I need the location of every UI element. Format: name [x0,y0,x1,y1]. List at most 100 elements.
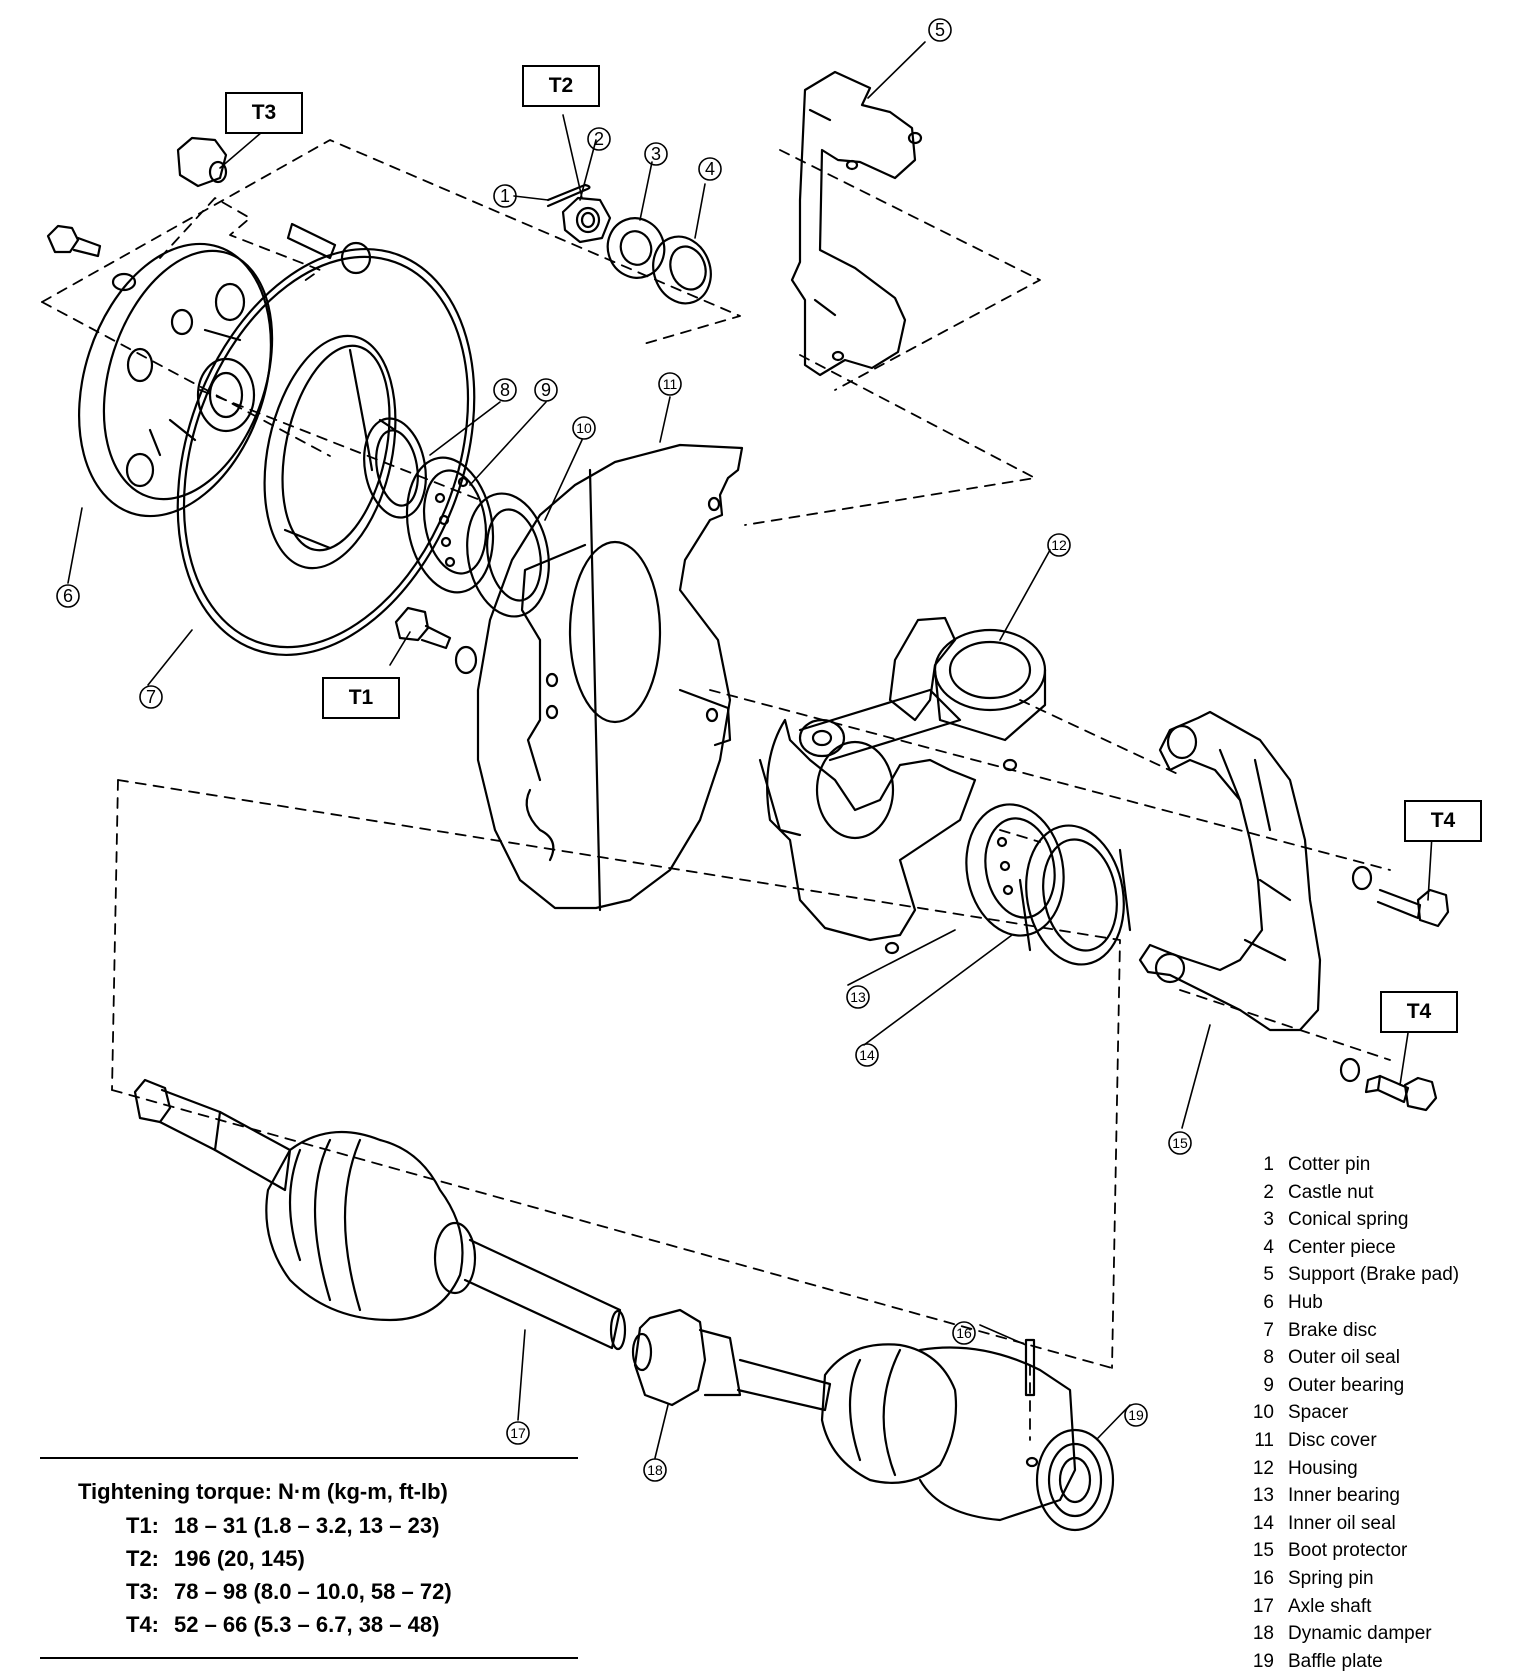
legend-number: 15 [1252,1540,1274,1562]
part-number-circles [56,18,1192,1482]
part-number-18 [643,1458,667,1482]
outer-bearing-part [405,456,495,594]
part-number-label-13: 13 [850,989,866,1005]
center-piece-part [652,235,712,305]
part-number-19 [1124,1403,1148,1427]
part-number-label-9: 9 [541,380,551,400]
part-number-2 [587,127,611,151]
legend-number: 19 [1252,1650,1274,1672]
conical-spring-part [606,217,666,279]
part-number-7 [139,685,163,709]
torque-callout-t4-upper: T4 [1404,800,1482,842]
legend-label: Boot protector [1288,1540,1408,1562]
legend-label: Inner bearing [1288,1485,1400,1507]
castle-nut-part [561,196,612,244]
part-number-label-17: 17 [510,1425,526,1441]
legend-label: Dynamic damper [1288,1623,1432,1645]
housing-part [758,616,1047,955]
torque-heading: Tightening torque: N·m (kg-m, ft-lb) [78,1479,448,1504]
legend-label: Hub [1288,1291,1323,1313]
legend-item: 14 Inner oil seal [1238,1510,1508,1538]
legend-label: Outer oil seal [1288,1347,1400,1369]
legend-number: 1 [1263,1154,1274,1175]
part-number-4 [698,157,722,181]
torque-callout-t4-lower: T4 [1380,991,1458,1033]
legend-number: 16 [1252,1567,1274,1589]
legend-number: 8 [1263,1347,1274,1369]
legend-label: Spacer [1288,1402,1349,1424]
part-number-8 [493,378,517,402]
part-number-label-19: 19 [1128,1407,1144,1423]
legend-item: 13 Inner bearing [1238,1482,1508,1510]
legend-item: 18 Dynamic damper [1238,1620,1508,1648]
part-number-13 [846,985,870,1009]
legend-number: 18 [1252,1623,1274,1645]
part-number-label-5: 5 [935,20,945,40]
legend-number: 11 [1254,1429,1274,1451]
wheel-nut-part [176,136,228,188]
part-number-1 [493,184,517,208]
torque-label: T4: [126,1612,159,1637]
part-number-label-8: 8 [500,380,510,400]
legend-label: Cotter pin [1288,1154,1371,1175]
legend-number: 17 [1252,1595,1274,1617]
torque-value: 78 – 98 (8.0 – 10.0, 58 – 72) [174,1579,452,1604]
inner-joint-housing-part [820,1343,1115,1532]
torque-callout-leaders [219,114,1433,1086]
torque-callout-t2: T2 [522,65,600,107]
torque-value: 52 – 66 (5.3 – 6.7, 38 – 48) [174,1612,440,1637]
hub-bolt-part [46,224,102,258]
part-number-16 [952,1321,976,1345]
torque-label: T1: [126,1513,159,1538]
torque-row: T4: 52 – 66 (5.3 – 6.7, 38 – 48) [126,1608,578,1641]
part-number-label-2: 2 [594,129,604,149]
boot-protector-part [1138,710,1322,1032]
part-number-15 [1168,1131,1192,1155]
part-number-label-10: 10 [576,420,592,436]
part-number-label-16: 16 [956,1325,972,1341]
part-number-9 [534,378,558,402]
legend-number: 13 [1252,1485,1274,1507]
washer-part [111,272,137,292]
legend-item: 15 Boot protector [1238,1537,1508,1565]
part-number-10 [572,416,596,440]
caliper-bolt-upper-part [1351,865,1450,928]
part-number-label-18: 18 [647,1462,663,1478]
part-number-17 [506,1421,530,1445]
legend-label: Baffle plate [1288,1650,1383,1672]
legend-label: Outer bearing [1288,1374,1405,1396]
legend-label: Castle nut [1288,1181,1374,1203]
disc-cover-bolt-part [394,606,478,675]
spring-pin-part [1024,1338,1036,1397]
tightening-torque-table: Tightening torque: N·m (kg-m, ft-lb) T1:… [40,1457,578,1659]
leader-lines [67,41,1211,1459]
legend-number: 7 [1263,1319,1274,1341]
legend-number: 6 [1263,1291,1274,1313]
part-number-6 [56,584,80,608]
part-number-5 [928,18,952,42]
torque-row: T2:196 (20, 145) [126,1542,578,1575]
legend-label: Conical spring [1288,1209,1409,1231]
legend-label: Disc cover [1288,1429,1377,1451]
outer-oil-seal-part [363,417,427,519]
part-number-label-6: 6 [63,586,73,606]
part-number-label-4: 4 [705,159,715,179]
legend-label: Inner oil seal [1288,1512,1396,1534]
legend-number: 14 [1252,1512,1274,1534]
part-number-label-1: 1 [500,186,510,206]
part-number-12 [1047,533,1071,557]
support-bracket-part [790,70,923,377]
part-number-3 [644,142,668,166]
torque-callout-t1: T1 [322,677,400,719]
legend-label: Center piece [1288,1236,1396,1258]
top-rule [40,1457,578,1459]
part-number-label-12: 12 [1051,537,1067,553]
brake-disc-part [176,247,476,657]
